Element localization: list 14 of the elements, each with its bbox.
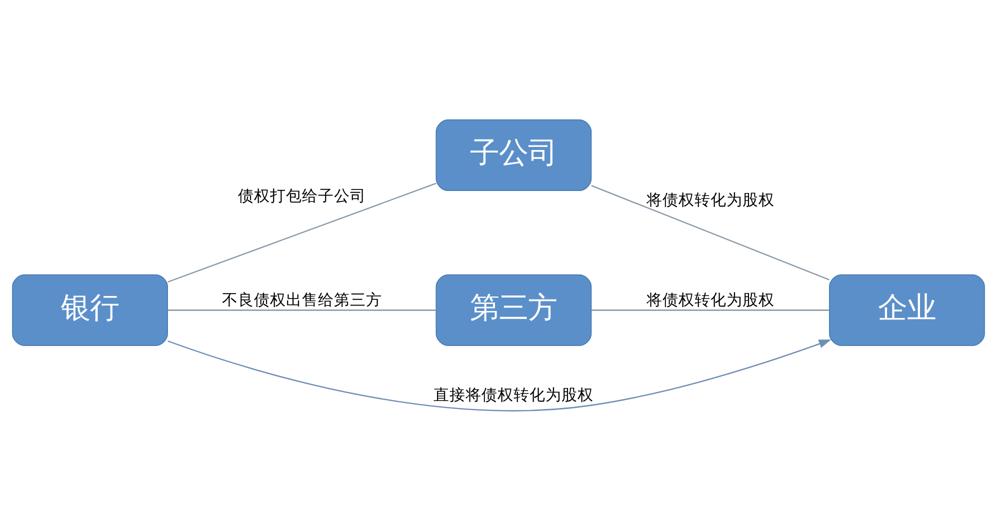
edge-label: 直接将债权转化为股权 bbox=[434, 384, 594, 404]
node-box: 企业 bbox=[829, 274, 985, 346]
node-box: 子公司 bbox=[436, 118, 592, 191]
edge-label: 将债权转化为股权 bbox=[646, 190, 774, 209]
arrow bbox=[168, 339, 832, 411]
edge-label: 将债权转化为股权 bbox=[646, 290, 774, 309]
connector bbox=[591, 184, 830, 280]
edge-label: 债权打包给子公司 bbox=[238, 186, 366, 205]
connector bbox=[168, 309, 436, 310]
node-box: 银行 bbox=[12, 274, 168, 346]
node-box: 第三方 bbox=[436, 274, 592, 346]
connector bbox=[592, 309, 830, 310]
edge-label: 不良债权出售给第三方 bbox=[222, 290, 382, 309]
connector bbox=[168, 182, 436, 282]
